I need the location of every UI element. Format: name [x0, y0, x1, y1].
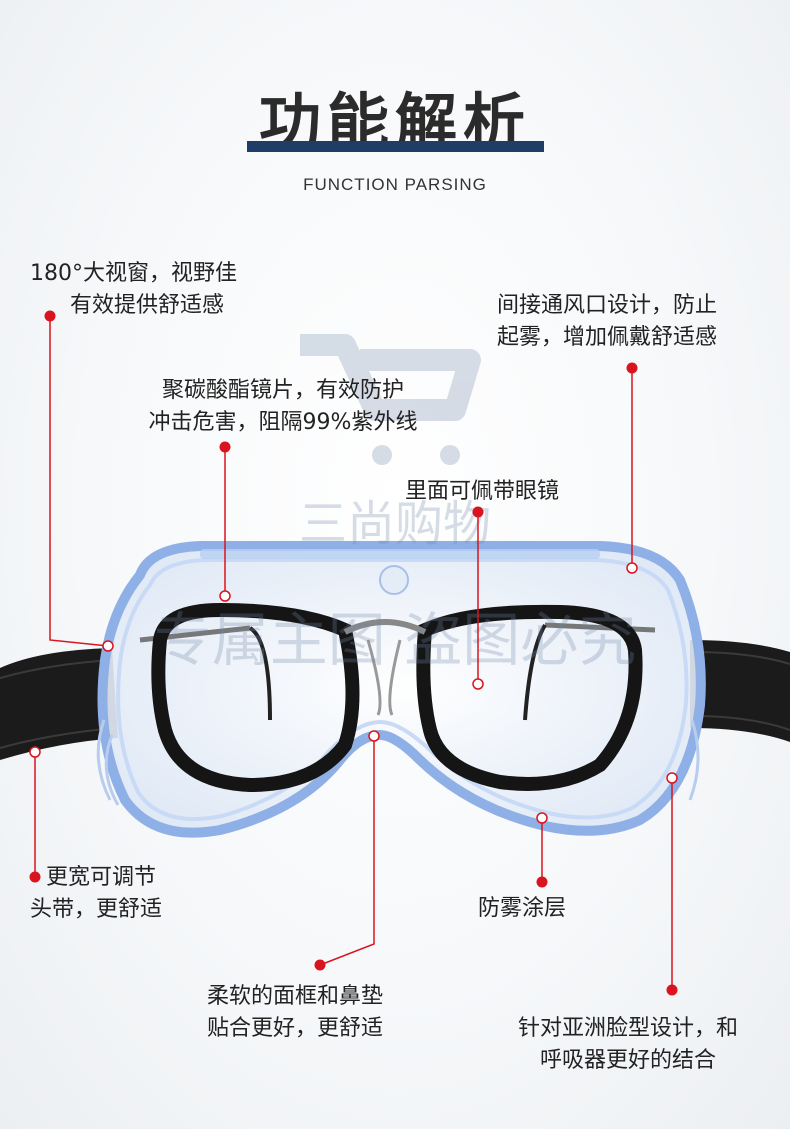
callout-glasses-line1: 里面可佩带眼镜 — [405, 479, 560, 504]
eyeglasses — [139, 602, 656, 793]
watermark-line2: 专属主图 盗图必究 — [154, 606, 636, 674]
callout-lens-line2: 冲击危害，阻隔99%紫外线 — [148, 410, 418, 435]
callout-antifog-line1: 防雾涂层 — [478, 896, 567, 921]
callout-frame: 柔软的面框和鼻垫 贴合更好，更舒适 — [180, 981, 410, 1045]
callout-frame-line2: 贴合更好，更舒适 — [206, 1016, 383, 1041]
callout-glasses: 里面可佩带眼镜 — [405, 476, 559, 508]
callout-asian-fit-line2: 呼吸器更好的结合 — [539, 1048, 716, 1073]
callout-leaders — [34, 316, 673, 990]
callout-asian-fit-line1: 针对亚洲脸型设计，和 — [517, 1016, 738, 1041]
callout-antifog: 防雾涂层 — [478, 893, 566, 925]
page-subtitle: FUNCTION PARSING — [303, 175, 487, 194]
watermark-line1: 三尚购物 — [299, 496, 491, 552]
title-underline — [247, 141, 544, 152]
callout-strap-line2: 头带，更舒适 — [30, 897, 163, 922]
callout-asian-fit: 针对亚洲脸型设计，和 呼吸器更好的结合 — [498, 1013, 758, 1077]
callout-wide-view: 180°大视窗，视野佳 有效提供舒适感 — [30, 258, 237, 322]
callout-lens: 聚碳酸酯镜片，有效防护 冲击危害，阻隔99%紫外线 — [128, 375, 438, 439]
callout-strap-line1: 更宽可调节 — [46, 865, 157, 890]
head-strap — [0, 640, 790, 760]
callout-frame-line1: 柔软的面框和鼻垫 — [206, 984, 383, 1009]
callout-ventilation-line2: 起雾，增加佩戴舒适感 — [497, 325, 718, 350]
callout-strap: 更宽可调节 头带，更舒适 — [30, 862, 162, 926]
callout-wide-view-line2: 有效提供舒适感 — [70, 293, 225, 318]
callout-ventilation-line1: 间接通风口设计，防止 — [497, 293, 718, 318]
watermark: 三尚购物 专属主图 盗图必究 — [154, 334, 636, 674]
callout-lens-line1: 聚碳酸酯镜片，有效防护 — [161, 378, 404, 403]
callout-ventilation: 间接通风口设计，防止 起雾，增加佩戴舒适感 — [497, 290, 717, 354]
callout-markers — [29, 310, 678, 996]
callout-wide-view-line1: 180°大视窗，视野佳 — [30, 261, 237, 286]
goggle-frame — [96, 541, 706, 838]
